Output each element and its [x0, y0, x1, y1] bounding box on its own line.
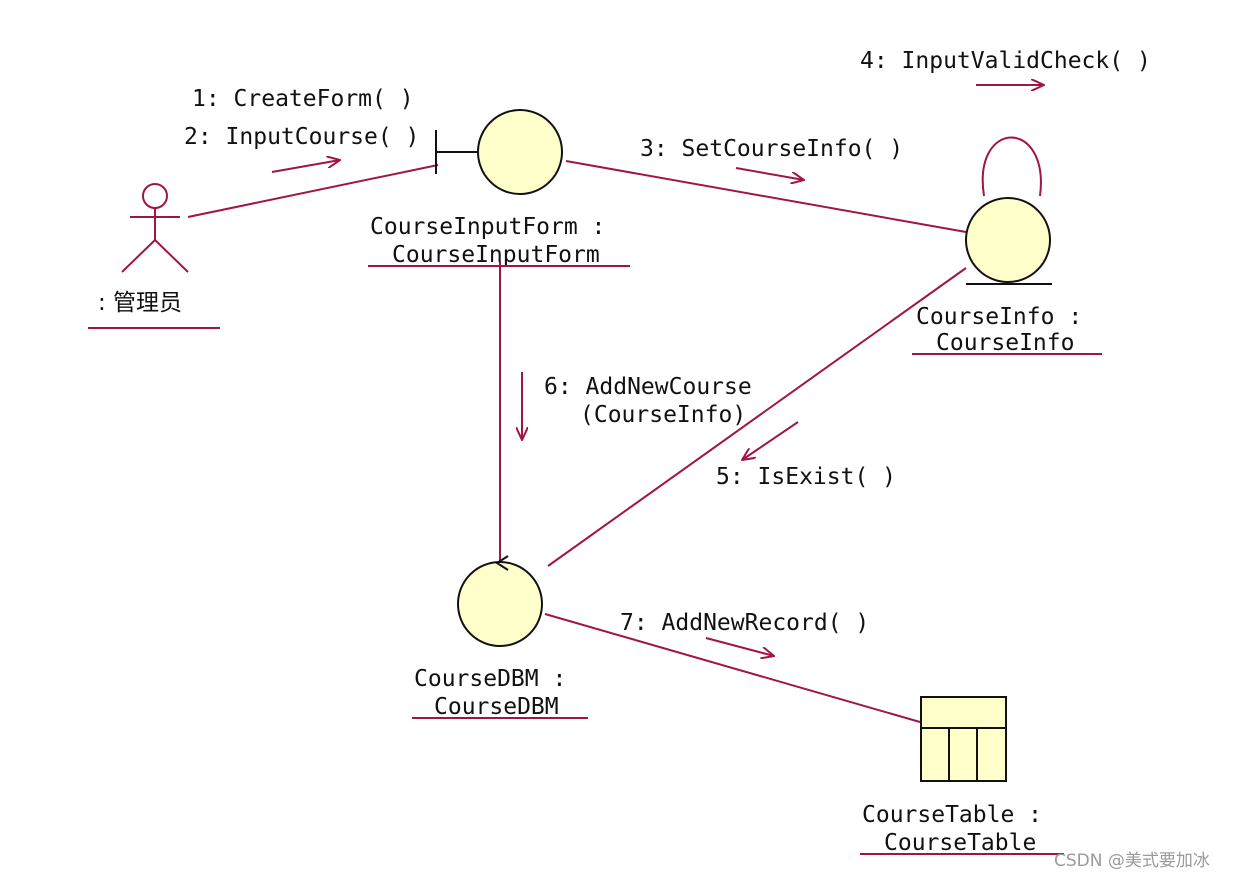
entity-object-course-info[interactable]: [965, 197, 1052, 285]
control-circle: [457, 561, 543, 647]
message-2: 2: InputCourse( ): [184, 124, 419, 150]
boundary-object-course-input-form[interactable]: [435, 109, 563, 195]
actor-leg-right: [154, 239, 189, 273]
message-2-arrow: [271, 160, 340, 173]
form-label-line1: CourseInputForm :: [370, 214, 605, 240]
table-icon-outer: [920, 696, 1007, 782]
boundary-circle: [477, 109, 563, 195]
message-6-line2: (CourseInfo): [580, 402, 746, 428]
dbm-label-line1: CourseDBM :: [414, 666, 566, 692]
actor-head: [142, 183, 168, 209]
entity-circle: [965, 197, 1051, 283]
message-6-line1: 6: AddNewCourse: [544, 374, 752, 400]
actor-admin[interactable]: [121, 183, 189, 273]
actor-label: : 管理员: [98, 290, 182, 316]
info-label-line1: CourseInfo :: [916, 304, 1082, 330]
message-5-arrow: [742, 421, 799, 460]
table-label-line2: CourseTable: [884, 830, 1036, 856]
link-info-dbm: [547, 267, 967, 567]
watermark: CSDN @美式要加冰: [1054, 851, 1210, 871]
message-3-arrow: [735, 167, 804, 180]
actor-leg-left: [121, 239, 156, 273]
control-object-course-dbm[interactable]: [457, 555, 543, 647]
form-label-line2: CourseInputForm: [392, 242, 600, 268]
message-7: 7: AddNewRecord( ): [620, 610, 869, 636]
info-label-line2: CourseInfo: [936, 330, 1074, 356]
table-label-line1: CourseTable :: [862, 802, 1042, 828]
dbm-label-line2: CourseDBM: [434, 694, 559, 720]
message-5: 5: IsExist( ): [716, 464, 896, 490]
link-dbm-table: [544, 613, 921, 723]
control-arrowhead: [495, 555, 509, 571]
message-7-arrow: [705, 637, 774, 656]
self-link-info: [981, 136, 1042, 197]
message-4: 4: InputValidCheck( ): [860, 48, 1151, 74]
table-object-course-table[interactable]: [920, 696, 1007, 782]
link-form-info: [565, 160, 967, 233]
message-1: 1: CreateForm( ): [192, 86, 414, 112]
link-actor-form: [187, 164, 439, 218]
message-3: 3: SetCourseInfo( ): [640, 136, 903, 162]
